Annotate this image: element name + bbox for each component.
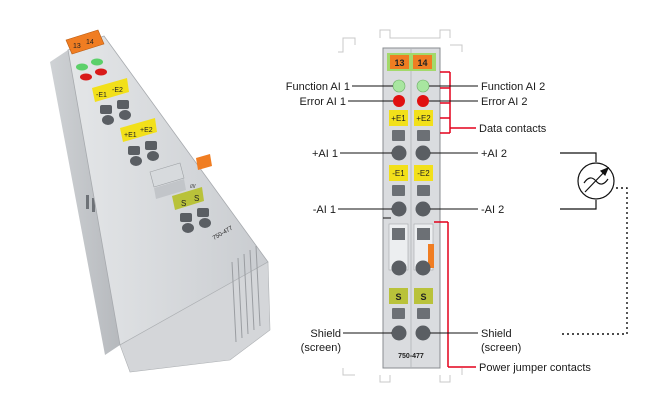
photo-shield-block [172,187,204,210]
label-minus-e1-box [389,165,408,181]
photo-jumper-blocks [149,154,212,199]
led-error-ai2 [417,95,429,107]
module-side-face [50,50,120,355]
label-minus-e1: -E1 [392,169,405,178]
callout-power-jumper: Power jumper contacts [479,362,591,374]
photo-logo-mark: //// [190,184,196,190]
photo-led-red-2 [95,68,107,76]
led-error-ai1 [393,95,405,107]
top-marker [65,29,105,55]
photo-led-green-1 [76,63,88,71]
clamp-shield-1 [391,325,407,341]
shield-label-s1: S [395,292,401,302]
callout-shield-right-sub: (screen) [481,342,521,354]
shield-label-box-1 [389,288,408,304]
label-minus-e2: -E2 [417,169,430,178]
callout-error-ai1: Error AI 1 [300,96,346,108]
sensor-symbol [560,152,615,210]
callout-shield-left: Shield [310,328,341,340]
photo-led-green-2 [91,58,103,66]
photo-clamps-2 [128,141,159,166]
terminal-diagram: 13 14 +E1 +E2 -E1 -E2 [286,29,628,383]
module-photo: 13 14 -E1 -E2 +E1 +E2 //// [50,29,271,373]
diagram-label-14: 14 [417,58,427,68]
callout-plus-ai1: +AI 1 [312,148,338,160]
clamp-minus-ai2 [415,201,431,217]
label-plus-e1: +E1 [391,114,406,123]
clamp-shield-2 [415,325,431,341]
housing-outline [338,29,463,383]
power-jumper-contact [428,244,434,268]
label-plus-e2: +E2 [416,114,431,123]
module-foot [119,261,271,373]
clamp-plus-ai1 [391,145,407,161]
grip-ribs [231,245,261,343]
photo-clamps-3 [180,208,211,233]
clamp-minus-ai1 [391,201,407,217]
power-jumper-bracket [434,221,476,368]
diagram-model-label: 750-477 [398,353,424,360]
photo-label-e1-plus: +E1 [124,132,137,139]
shield-label-s2: S [420,292,426,302]
photo-label-14: 14 [86,39,94,46]
callout-error-ai2: Error AI 2 [481,96,527,108]
callout-data-contacts: Data contacts [479,123,547,135]
callout-plus-ai2: +AI 2 [481,148,507,160]
shield-label-box-2 [414,288,433,304]
callout-lines [338,85,478,334]
photo-label-s2: S [194,194,199,203]
label-minus-e2-box [414,165,433,181]
photo-e-plus-block [120,118,157,142]
photo-led-red-1 [80,73,92,81]
callout-function-ai1: Function AI 1 [286,81,350,93]
top-label-13-box [390,55,409,69]
photo-label-13: 13 [73,43,81,50]
label-plus-e2-box [414,110,433,126]
callout-minus-ai1: -AI 1 [313,204,336,216]
data-contacts-bracket [440,71,476,134]
label-plus-e1-box [389,110,408,126]
callout-minus-ai2: -AI 2 [481,204,504,216]
diagram-module-body [382,47,441,369]
photo-label-e2-plus: +E2 [140,127,153,134]
photo-label-s1: S [181,199,186,208]
callout-shield-right: Shield [481,328,512,340]
shield-connection-dotted [560,187,628,335]
clamp-plus-ai2 [415,145,431,161]
led-function-ai2 [416,79,430,93]
photo-clamps-1 [100,100,131,125]
led-function-ai1 [392,79,406,93]
top-label-14-box [413,55,432,69]
photo-e-minus-block [92,78,129,102]
photo-label-e2-minus: -E2 [112,87,123,94]
callout-function-ai2: Function AI 2 [481,81,545,93]
callout-shield-left-sub: (screen) [301,342,341,354]
diagram-label-13: 13 [394,58,404,68]
photo-label-e1-minus: -E1 [96,92,107,99]
